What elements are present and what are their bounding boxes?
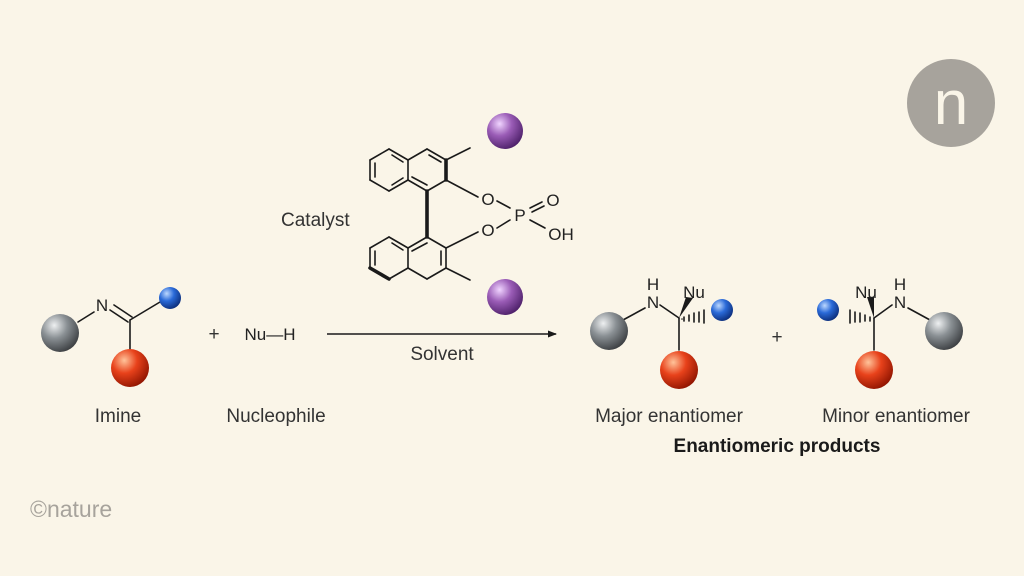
catalyst-p-atom: P: [514, 206, 525, 225]
minor-red-ball: [855, 351, 893, 389]
major-red-ball: [660, 351, 698, 389]
logo-letter: n: [934, 69, 968, 138]
minor-enantiomer-label: Minor enantiomer: [822, 406, 971, 427]
catalyst-structure: O O P O OH: [368, 113, 574, 315]
imine-red-ball: [111, 349, 149, 387]
imine-blue-ball: [159, 287, 181, 309]
catalyst-o-lower: O: [481, 221, 494, 240]
minor-grey-ball: [925, 312, 963, 350]
catalyst-oh-group: OH: [548, 225, 574, 244]
minor-nu-atom: Nu: [855, 283, 877, 302]
catalyst-purple-ball-upper: [487, 113, 523, 149]
major-grey-ball: [590, 312, 628, 350]
plus-sign-2: +: [771, 327, 782, 348]
imine-grey-ball: [41, 314, 79, 352]
solvent-label: Solvent: [410, 344, 474, 365]
major-nu-atom: Nu: [683, 283, 705, 302]
minor-h-atom: H: [894, 275, 906, 294]
catalyst-o-upper: O: [481, 190, 494, 209]
imine-molecule: N: [41, 287, 181, 387]
major-enantiomer-molecule: H N Nu: [590, 275, 733, 389]
minor-n-atom: N: [894, 293, 906, 312]
logo-circle: [907, 59, 995, 147]
nature-watermark: ©nature: [30, 496, 112, 522]
nucleophile-label: Nucleophile: [226, 406, 325, 427]
major-blue-ball: [711, 299, 733, 321]
minor-enantiomer-molecule: H N Nu: [817, 275, 963, 389]
plus-sign-1: +: [208, 324, 219, 345]
imine-label: Imine: [95, 406, 141, 427]
major-n-atom: N: [647, 293, 659, 312]
major-enantiomer-label: Major enantiomer: [595, 406, 744, 427]
catalyst-label: Catalyst: [281, 210, 350, 231]
enantiomeric-products-label: Enantiomeric products: [674, 436, 881, 457]
major-h-atom: H: [647, 275, 659, 294]
imine-n-atom: N: [96, 296, 108, 315]
nucleophile-formula: Nu—H: [244, 325, 295, 344]
catalyst-double-o: O: [546, 191, 559, 210]
catalyst-purple-ball-lower: [487, 279, 523, 315]
nature-logo: n: [907, 59, 995, 147]
minor-blue-ball: [817, 299, 839, 321]
